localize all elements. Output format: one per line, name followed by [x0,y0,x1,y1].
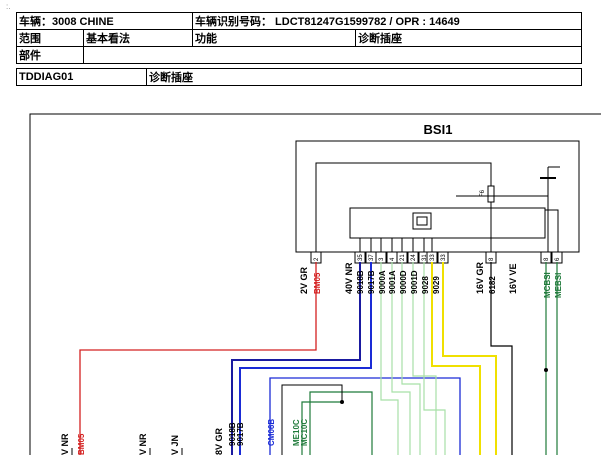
pin-number: 21 [400,254,406,261]
label-bm05-bottom: BM05 [77,433,86,455]
label-8v-gr: 8V GR [214,427,224,455]
label-bm05: BM05 [313,272,322,294]
label-6182: 6182 [488,276,497,294]
code-cell: TDDIAG01 [16,68,147,86]
processor-block [349,207,546,239]
junction-dot-1 [340,400,344,404]
vin-cell: 车辆识别号码： LDCT81247G1599782 / OPR : 14649 [192,12,582,30]
label-9018b-bottom: 9018B [228,422,237,446]
bsi1-title: BSI1 [424,122,453,137]
wire-black-left [281,384,343,455]
wire-green-me10c [301,401,342,455]
name-cell: 诊断插座 [146,68,582,86]
label-9017b-bottom: 9017B [236,422,245,446]
label-vjn: V JN [170,435,180,455]
label-mcbsi: MCBSI [543,272,552,298]
label-mebsi: MEBSI [554,273,563,298]
pin-number: 33 [441,254,447,261]
label-mc10c: MC10C [300,419,309,446]
part-value [83,46,582,64]
pin-number: 3 [379,257,385,261]
label-9000a: 9000A [378,270,387,294]
wire-yellow-9029 [442,262,497,455]
pin-number: 4 [390,257,396,261]
wire-blue-9017b [239,262,372,455]
pin-number: 37 [369,254,375,261]
diagram-frame [29,113,601,455]
wire-black-6182 [490,262,513,455]
wire-blue-cm06b [269,377,461,455]
label-9001a: 9001A [388,270,397,294]
fuse-f6 [487,185,495,203]
wire-red-bm05 [79,262,317,455]
pin-number: 8 [544,257,550,261]
label-9029: 9029 [432,276,441,294]
junction-dot-2 [544,368,548,372]
label-2v-gr: 2V GR [299,266,309,294]
header-row-vehicle: 车辆：3008 CHINE 车辆识别号码： LDCT81247G1599782 … [16,12,582,30]
corner-mark: :. [6,2,11,11]
chip-icon [412,212,432,230]
header-row-code: TDDIAG01 诊断插座 [16,68,582,86]
label-9001d: 9001D [410,270,419,294]
processor-pin-lines [359,238,433,252]
wire-bundle-light-green [380,262,446,455]
scope-value: 基本看法 [83,29,193,47]
label-me10c: ME10C [292,419,301,446]
pin-number: 35 [358,254,364,261]
pin-number: 31 [422,254,428,261]
header-row-part: 部件 [16,46,582,64]
label-vnr-1: V NR [60,433,70,455]
wire-green-mc10c [309,391,373,455]
label-vnr-2: V NR [138,433,148,455]
pin-number: 6 [555,257,561,261]
top-wire-labels: 2V GR BM05 40V NR 9018B 9017B 9000A 9001… [299,261,563,298]
label-9018b: 9018B [356,270,365,294]
internal-line-right [456,195,549,252]
pin-number: 8 [489,257,495,261]
pin-number: 2 [314,257,320,261]
wire-navy-9018b [231,262,361,455]
label-16v-ve: 16V VE [508,263,518,294]
header-table: 车辆：3008 CHINE 车辆识别号码： LDCT81247G1599782 … [16,12,582,86]
pin-number: 24 [411,254,417,261]
label-9000d: 9000D [399,270,408,294]
label-9028: 9028 [421,276,430,294]
label-cm06b: CM06B [267,419,276,446]
chip-icon-core [416,216,428,226]
internal-line-right2 [545,209,559,252]
label-40v-nr: 40V NR [344,262,354,294]
bottom-wire-labels: V NR BM05 V NR V JN 8V GR 9018B 9017B CM… [60,419,309,455]
fuse-label: F6 [480,189,486,197]
label-16v-gr: 16V GR [475,261,485,294]
internal-line-upper [315,162,492,252]
pin-number: 33 [430,254,436,261]
wire-yellow-9028 [431,262,481,455]
label-9017b: 9017B [367,270,376,294]
